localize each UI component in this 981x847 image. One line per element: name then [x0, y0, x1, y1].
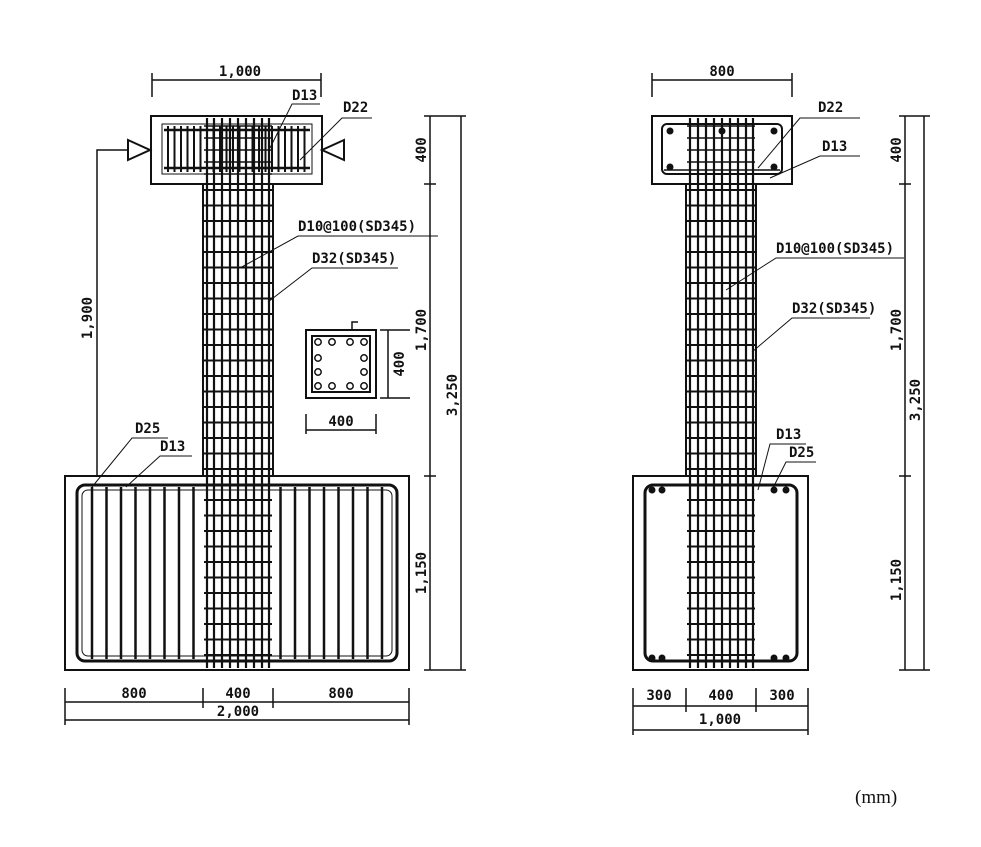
section-bar-dot [314, 338, 322, 346]
section-bar-dot [314, 354, 322, 362]
leader-footing-stirrup [125, 455, 192, 488]
leader-side-head-main [757, 117, 860, 169]
head-bar-dot [666, 127, 674, 135]
section-bar-dot [314, 382, 322, 390]
footing-bar-dot [658, 486, 666, 494]
section-bar-dot [360, 368, 368, 376]
footing-bar-dot [648, 654, 656, 662]
side-column-main-bars [688, 118, 755, 668]
side-column-height: 1,700 [889, 309, 905, 351]
head-bar-dot [666, 163, 674, 171]
front-column-ties [204, 125, 272, 656]
unit-label: (mm) [855, 787, 897, 808]
load-triangle-right [319, 138, 345, 162]
load-height-dim [96, 149, 128, 476]
section-width: 400 [328, 414, 353, 430]
side-bottom-mid: 400 [708, 688, 733, 704]
side-label-footing-stirrup: D13 [776, 427, 801, 443]
front-label-head-main: D22 [343, 100, 368, 116]
section-bar-dot [328, 382, 336, 390]
side-bottom-right: 300 [769, 688, 794, 704]
side-label-footing-main: D25 [789, 445, 814, 461]
leader-tie [239, 235, 438, 269]
section-height: 400 [392, 351, 408, 376]
side-bottom-total: 1,000 [699, 712, 741, 728]
section-outline [305, 329, 377, 399]
front-load-height: 1,900 [80, 297, 96, 339]
head-bar-dot [770, 163, 778, 171]
leader-main-bar [267, 267, 398, 303]
front-bottom-left: 800 [121, 686, 146, 702]
front-overall-height: 3,250 [445, 374, 461, 416]
side-top-dim: 800 [709, 64, 734, 80]
side-footing-height: 1,150 [889, 559, 905, 601]
front-footing-height: 1,150 [414, 552, 430, 594]
column-cross-section: 400 400 [305, 321, 410, 434]
front-footing-bars [90, 487, 384, 659]
load-triangle-left [127, 138, 153, 162]
section-tie [311, 335, 371, 393]
front-label-head-stirrup: D13 [292, 88, 317, 104]
front-bottom-total: 2,000 [217, 704, 259, 720]
section-bar-dot [346, 338, 354, 346]
leader-side-main-bar [751, 317, 870, 353]
side-footing-outline [632, 475, 809, 671]
side-label-head-stirrup: D13 [822, 139, 847, 155]
front-label-main-bar: D32(SD345) [312, 251, 396, 267]
section-tie-hook [351, 321, 358, 330]
front-column-height: 1,700 [414, 309, 430, 351]
leader-footing-main [91, 437, 168, 488]
front-view: 1,000 D13 D22 D10@100(SD345) D32(SD345) … [64, 64, 466, 725]
section-bar-dot [360, 338, 368, 346]
front-bottom-right: 800 [328, 686, 353, 702]
front-label-footing-stirrup: D13 [160, 439, 185, 455]
side-label-tie: D10@100(SD345) [776, 241, 894, 257]
footing-bar-dot [658, 654, 666, 662]
side-column-ties [687, 125, 755, 656]
leader-head-main [299, 117, 372, 161]
front-column-main-bars [205, 118, 271, 668]
front-label-tie: D10@100(SD345) [298, 219, 416, 235]
side-footing-bars [648, 486, 790, 662]
footing-bar-dot [782, 654, 790, 662]
footing-bar-dot [770, 486, 778, 494]
footing-bar-dot [648, 486, 656, 494]
leader-side-footing-main [771, 461, 816, 491]
footing-bar-dot [770, 654, 778, 662]
front-head-height: 400 [414, 137, 430, 162]
front-bottom-mid: 400 [225, 686, 250, 702]
section-bars [314, 338, 368, 390]
section-bar-dot [328, 338, 336, 346]
side-label-main-bar: D32(SD345) [792, 301, 876, 317]
side-overall-height: 3,250 [908, 379, 924, 421]
section-bar-dot [346, 382, 354, 390]
leader-side-head-stirrup [769, 155, 860, 179]
front-label-footing-main: D25 [135, 421, 160, 437]
section-bar-dot [360, 382, 368, 390]
leader-head-stirrup [269, 103, 320, 149]
side-view: 800 D22 D13 D10@100(SD345) D32(SD345) D1… [632, 64, 930, 735]
head-bar-dot [770, 127, 778, 135]
side-bottom-left: 300 [646, 688, 671, 704]
side-head-height: 400 [889, 137, 905, 162]
leader-side-tie [725, 257, 904, 291]
side-label-head-main: D22 [818, 100, 843, 116]
front-top-dim: 1,000 [219, 64, 261, 80]
section-bar-dot [314, 368, 322, 376]
leader-side-footing-stirrup [757, 443, 806, 491]
section-bar-dot [360, 354, 368, 362]
footing-bar-dot [782, 486, 790, 494]
